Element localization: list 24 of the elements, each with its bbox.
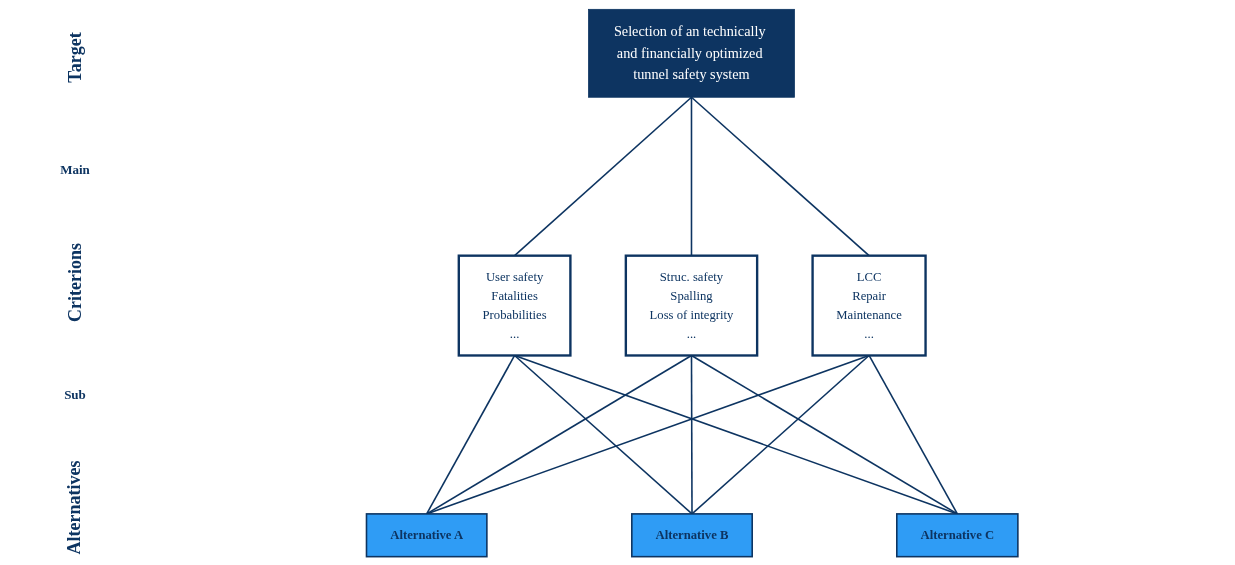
connector bbox=[514, 95, 693, 256]
node-box: Alternative C bbox=[896, 512, 1019, 557]
connector bbox=[868, 354, 959, 515]
node-box: Selection of an technically and financially optimized tunnel safety system bbox=[588, 8, 796, 98]
connector bbox=[691, 95, 871, 256]
node-box: Alternative A bbox=[366, 512, 488, 557]
connector bbox=[691, 95, 693, 256]
level-label: Criterions bbox=[64, 243, 86, 322]
level-label: Target bbox=[64, 32, 86, 83]
connector bbox=[514, 354, 959, 515]
level-note: Sub bbox=[64, 387, 86, 403]
connector bbox=[691, 354, 694, 515]
connector bbox=[426, 354, 871, 515]
node-box: LCC Repair Maintenance ... bbox=[811, 254, 928, 357]
connector bbox=[691, 354, 871, 515]
node-box: Struc. safety Spalling Loss of integrity ... bbox=[624, 254, 759, 357]
level-note: Main bbox=[60, 162, 90, 178]
connector bbox=[691, 354, 959, 515]
connector bbox=[426, 354, 693, 515]
level-label: Alternatives bbox=[64, 460, 86, 555]
node-box: User safety Fatalities Probabilities ... bbox=[457, 254, 572, 357]
connector bbox=[426, 354, 516, 515]
node-box: Alternative B bbox=[631, 512, 754, 557]
connector bbox=[514, 354, 694, 515]
